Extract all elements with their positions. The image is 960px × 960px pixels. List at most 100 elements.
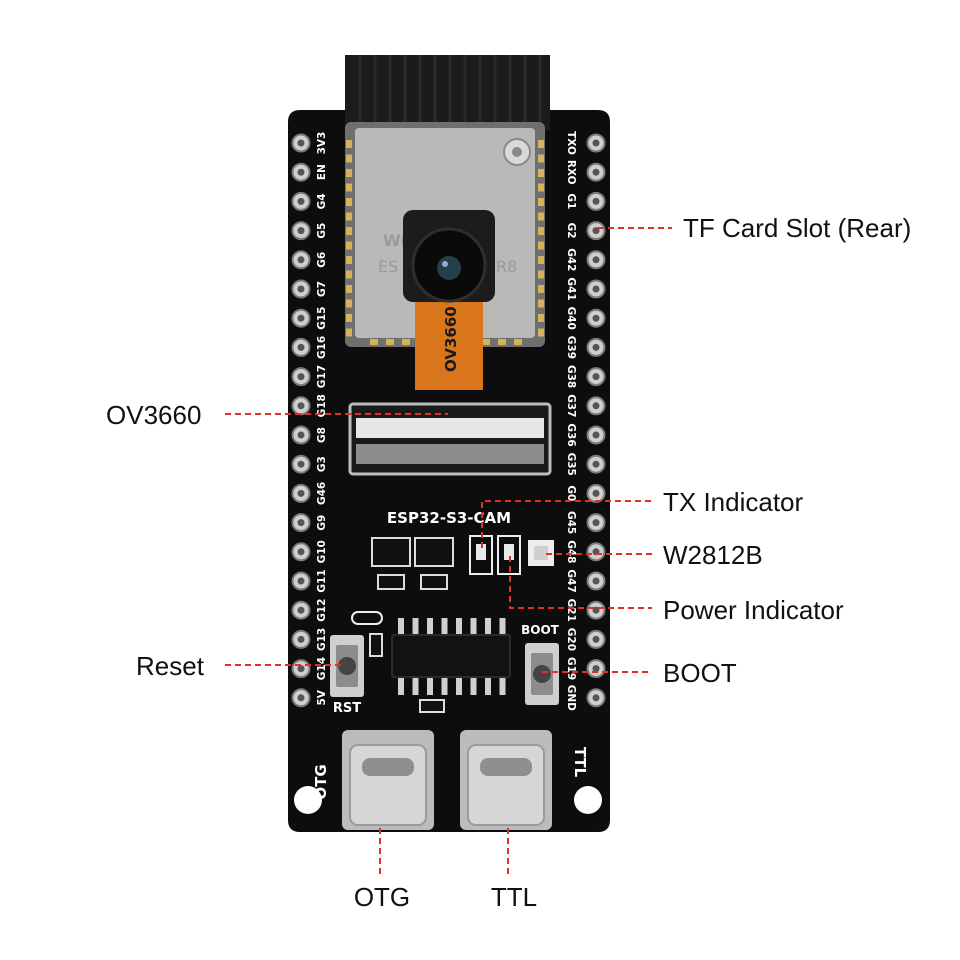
left-pin-label: 3V3 (316, 132, 328, 155)
chip-pin (427, 677, 433, 695)
module-castellation (538, 198, 544, 206)
module-castellation (346, 256, 352, 264)
left-pin-label: G13 (316, 628, 328, 651)
left-header-pin-hole (297, 373, 305, 381)
right-pin-label: G45 (565, 511, 577, 534)
left-header-pin-hole (297, 431, 305, 439)
right-header-pin-hole (592, 168, 600, 176)
reset-area-component (351, 611, 383, 625)
left-header-pin-hole (297, 635, 305, 643)
left-pin-label: G3 (316, 456, 328, 472)
left-header-pin-hole (297, 314, 305, 322)
callout-tx-indicator: TX Indicator (663, 487, 804, 517)
chip-pin (441, 677, 448, 695)
left-header-pin-hole (297, 343, 305, 351)
callout-ttl: TTL (491, 882, 537, 912)
right-pin-label: G42 (565, 248, 577, 271)
left-pin-label: G7 (316, 281, 328, 297)
left-header-pins (291, 133, 311, 708)
module-castellation (346, 198, 352, 206)
right-header-pin-hole (592, 139, 600, 147)
module-castellation (386, 339, 394, 345)
right-pin-label: TXO (565, 131, 577, 155)
right-pin-label: G21 (565, 599, 577, 622)
right-header-pins (586, 133, 606, 708)
right-header-pin-hole (592, 431, 600, 439)
module-castellation (514, 339, 522, 345)
left-header-pin-hole (297, 694, 305, 702)
module-castellation (538, 183, 544, 192)
left-header-pin-hole (297, 402, 305, 410)
left-header-pin-hole (297, 548, 305, 556)
left-header-pin-hole (297, 489, 305, 497)
right-header-pin-hole (592, 460, 600, 468)
left-pin-label: G11 (316, 569, 328, 592)
left-pin-label: G15 (316, 307, 328, 330)
callout-tf-card-slot: TF Card Slot (Rear) (683, 213, 911, 243)
right-pin-label: G36 (565, 423, 577, 446)
otg-usb-c-port-icon (342, 730, 434, 830)
power-indicator-led (497, 535, 521, 575)
left-pin-label: 5V (316, 689, 328, 705)
left-pin-label: G17 (316, 365, 328, 388)
left-header-pin-hole (297, 139, 305, 147)
camera-flex-label: OV3660 (442, 306, 460, 372)
chip-pin (398, 618, 404, 636)
right-pin-label: RXO (565, 160, 577, 185)
chip-pin (499, 618, 506, 636)
right-header-pin-hole (592, 256, 600, 264)
callout-otg: OTG (354, 882, 410, 912)
mounting-hole (294, 786, 322, 814)
module-castellation (538, 212, 544, 221)
right-header-pin-hole (592, 402, 600, 410)
chip-pin (441, 618, 448, 636)
left-pin-label: G8 (316, 427, 328, 443)
callout-ov3660: OV3660 (106, 400, 201, 430)
module-label-left: ES (378, 257, 398, 276)
camera-flex-cable (415, 300, 483, 390)
module-castellations (346, 140, 544, 345)
chip-pin (485, 618, 491, 636)
chip-pin (427, 618, 433, 636)
callout-reset: Reset (136, 651, 205, 681)
right-pin-label: G2 (565, 223, 577, 239)
ttl-silk-label: TTL (571, 747, 589, 778)
module-castellation (498, 339, 506, 345)
left-header-pin-hole (297, 519, 305, 527)
right-pin-label: G19 (565, 657, 577, 680)
ov3660-camera: OV3660 (403, 210, 495, 390)
left-pin-label: EN (316, 164, 328, 180)
module-castellation (346, 285, 352, 293)
left-pin-label: G18 (316, 394, 328, 417)
right-header-pin-hole (592, 373, 600, 381)
module-castellation (346, 314, 352, 322)
right-header-pin-hole (592, 606, 600, 614)
right-header-pin-hole (592, 694, 600, 702)
module-castellation (538, 285, 544, 293)
module-castellation (538, 140, 544, 148)
usb-uart-chip (391, 634, 511, 678)
module-castellation (346, 154, 352, 163)
module-castellation (346, 169, 352, 177)
left-header-pin-hole (297, 577, 305, 585)
module-castellation (346, 183, 352, 192)
right-pin-label: G39 (565, 336, 577, 359)
left-header-pin-hole (297, 665, 305, 673)
right-pin-label: G41 (565, 277, 577, 300)
reset-area-resistor (369, 633, 383, 657)
push-button-icon (338, 657, 356, 675)
board-name: ESP32-S3-CAM (387, 509, 511, 527)
right-header-pin-hole (592, 577, 600, 585)
module-castellation (370, 339, 378, 345)
right-header-pin-hole (592, 519, 600, 527)
chip-pin (499, 677, 506, 695)
left-pin-label: G9 (316, 515, 328, 531)
right-header-pin-hole (592, 489, 600, 497)
module-castellation (346, 299, 352, 308)
right-pin-labels: TXORXOG1G2G42G41G40G39G38G37G36G35G0G45G… (565, 131, 577, 711)
module-castellation (538, 169, 544, 177)
chip-pin (412, 618, 419, 636)
boot-label: BOOT (521, 623, 560, 637)
module-castellation (538, 299, 544, 308)
right-pin-label: G1 (565, 193, 577, 209)
